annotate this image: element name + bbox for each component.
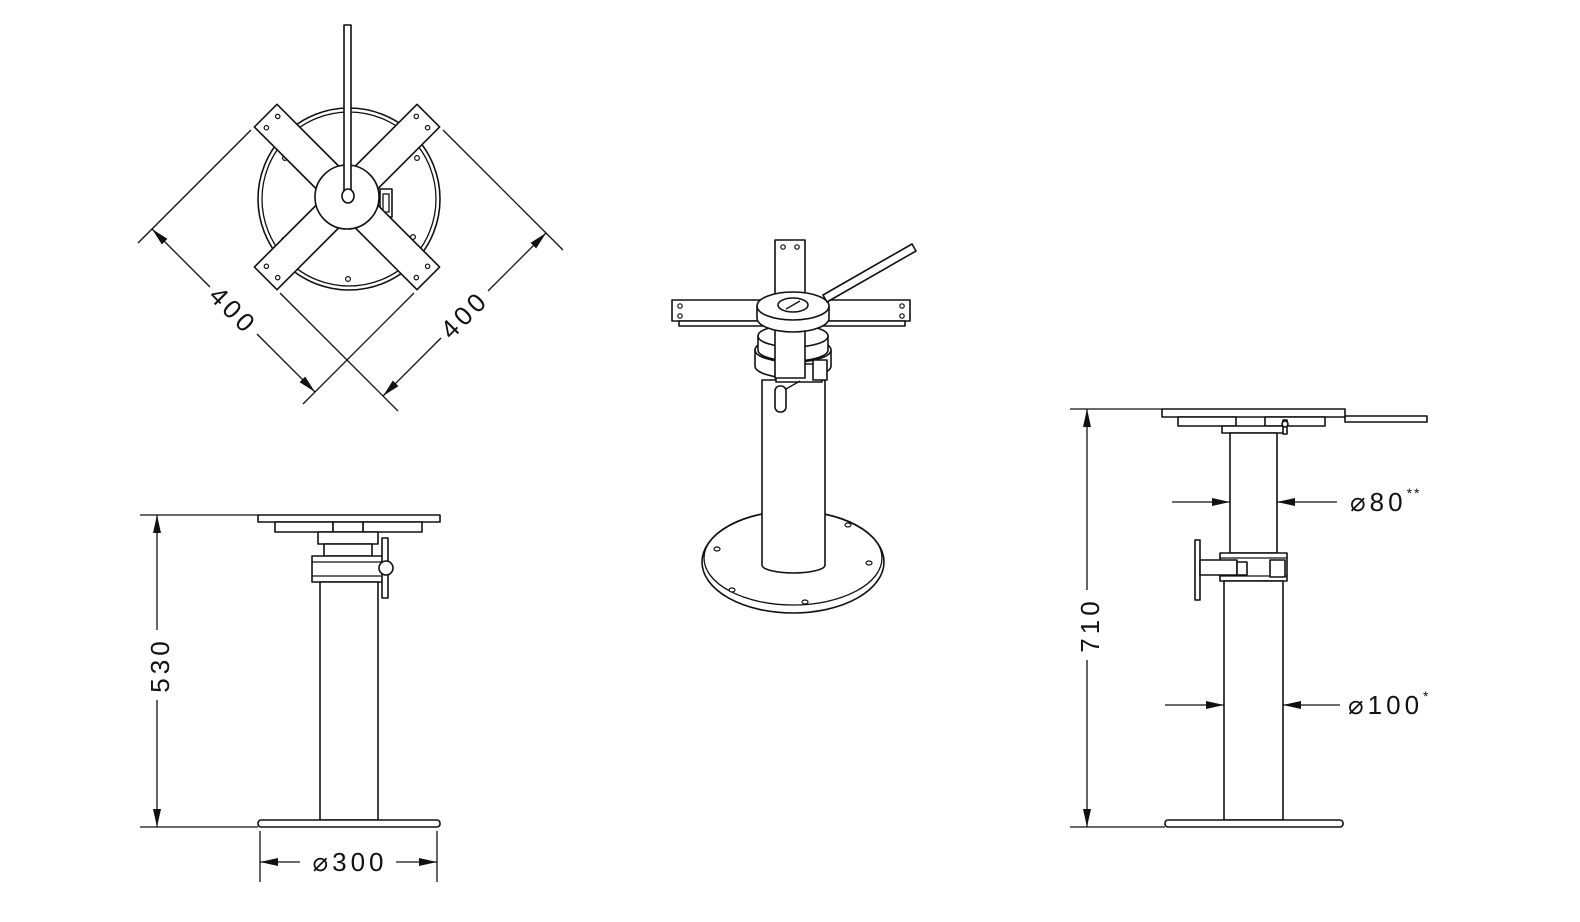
dimension-upper-tube: ⌀80** [1172,485,1421,517]
dimension-line [256,333,316,393]
base-plate-holes [713,522,873,605]
dimension-height-low: 530 [145,515,175,827]
hub-neck [332,521,364,533]
dimension-label: ⌀300 [312,847,387,877]
release-rod [1344,415,1428,423]
screw-hole [345,276,352,283]
dimension-label: 400 [203,280,263,340]
mounting-hole [677,303,683,309]
extension-line [279,292,399,412]
mounting-hole [274,113,281,120]
screw-hole [801,599,809,605]
release-rod [343,24,352,198]
dimension-label: ⌀80** [1350,485,1421,517]
screw-hole [414,155,421,162]
front-view-high: 710 ⌀80** ⌀100* [1070,408,1431,828]
collar-clamp-right [1269,559,1286,578]
dimension-lower-tube: ⌀100* [1165,688,1431,720]
extension-line [137,129,252,244]
height-collar [311,555,384,583]
perspective-view [671,239,917,614]
dimension-label: 530 [145,637,175,692]
hub-ring [317,531,379,545]
hub-slot [785,300,801,310]
mounting-hole [780,244,786,250]
top-plate [257,514,441,523]
note-mark: * [1423,688,1430,704]
base-plate [257,819,441,828]
diameter-value: ⌀100 [1348,690,1423,720]
mounting-hole [677,313,683,319]
top-plate [1161,408,1346,418]
mounting-hole [899,303,905,309]
hub-stem [323,543,373,557]
handle-knob [378,560,394,576]
release-rod [822,243,917,303]
handle-block [1199,559,1238,576]
plate-block-right [362,521,423,533]
mounting-hole [263,124,270,131]
dimension-base-diameter: ⌀300 [259,831,438,882]
front-view-low: 530 ⌀300 [140,514,441,882]
plate-block-right [1264,416,1326,427]
top-view: 400 400 [137,24,564,412]
mounting-hole [794,244,800,250]
mounting-hole [263,263,270,270]
plate-block-left [274,521,334,533]
collar-clamp [812,359,828,381]
dimension-line [382,337,442,397]
screw-hole [844,522,852,528]
dimension-line [151,228,211,288]
handle-knob [1236,561,1248,576]
mounting-hole [424,124,431,131]
column [319,581,379,821]
lower-tube [1223,580,1284,821]
dimension-label: 710 [1075,597,1105,652]
upper-tube [1229,432,1278,554]
dimension-height-high: 710 [1075,409,1105,827]
dimension-line [487,232,547,292]
extension-line [442,129,564,251]
lever-arm [785,380,801,390]
diameter-value: ⌀80 [1350,487,1407,517]
mounting-hole [274,274,281,281]
screw-hole [713,546,721,552]
rod-pivot [341,188,355,204]
lever-handle [774,385,787,413]
mounting-hole [899,313,905,319]
plate-block-left [1177,416,1237,427]
dimension-label: 400 [434,284,494,344]
note-mark: ** [1407,485,1422,501]
screw-hole [728,587,736,593]
dimension-label: ⌀100* [1348,688,1431,720]
mounting-hole [424,263,431,270]
mounting-hole [413,274,420,281]
column [761,379,826,574]
hub-neck [1221,425,1287,434]
screw-hole [865,560,873,566]
extension-line [302,292,415,405]
rod-pin-head [1281,420,1289,428]
height-clamp-plate [382,193,390,213]
mounting-hole [413,113,420,120]
base-plate [1164,819,1344,828]
